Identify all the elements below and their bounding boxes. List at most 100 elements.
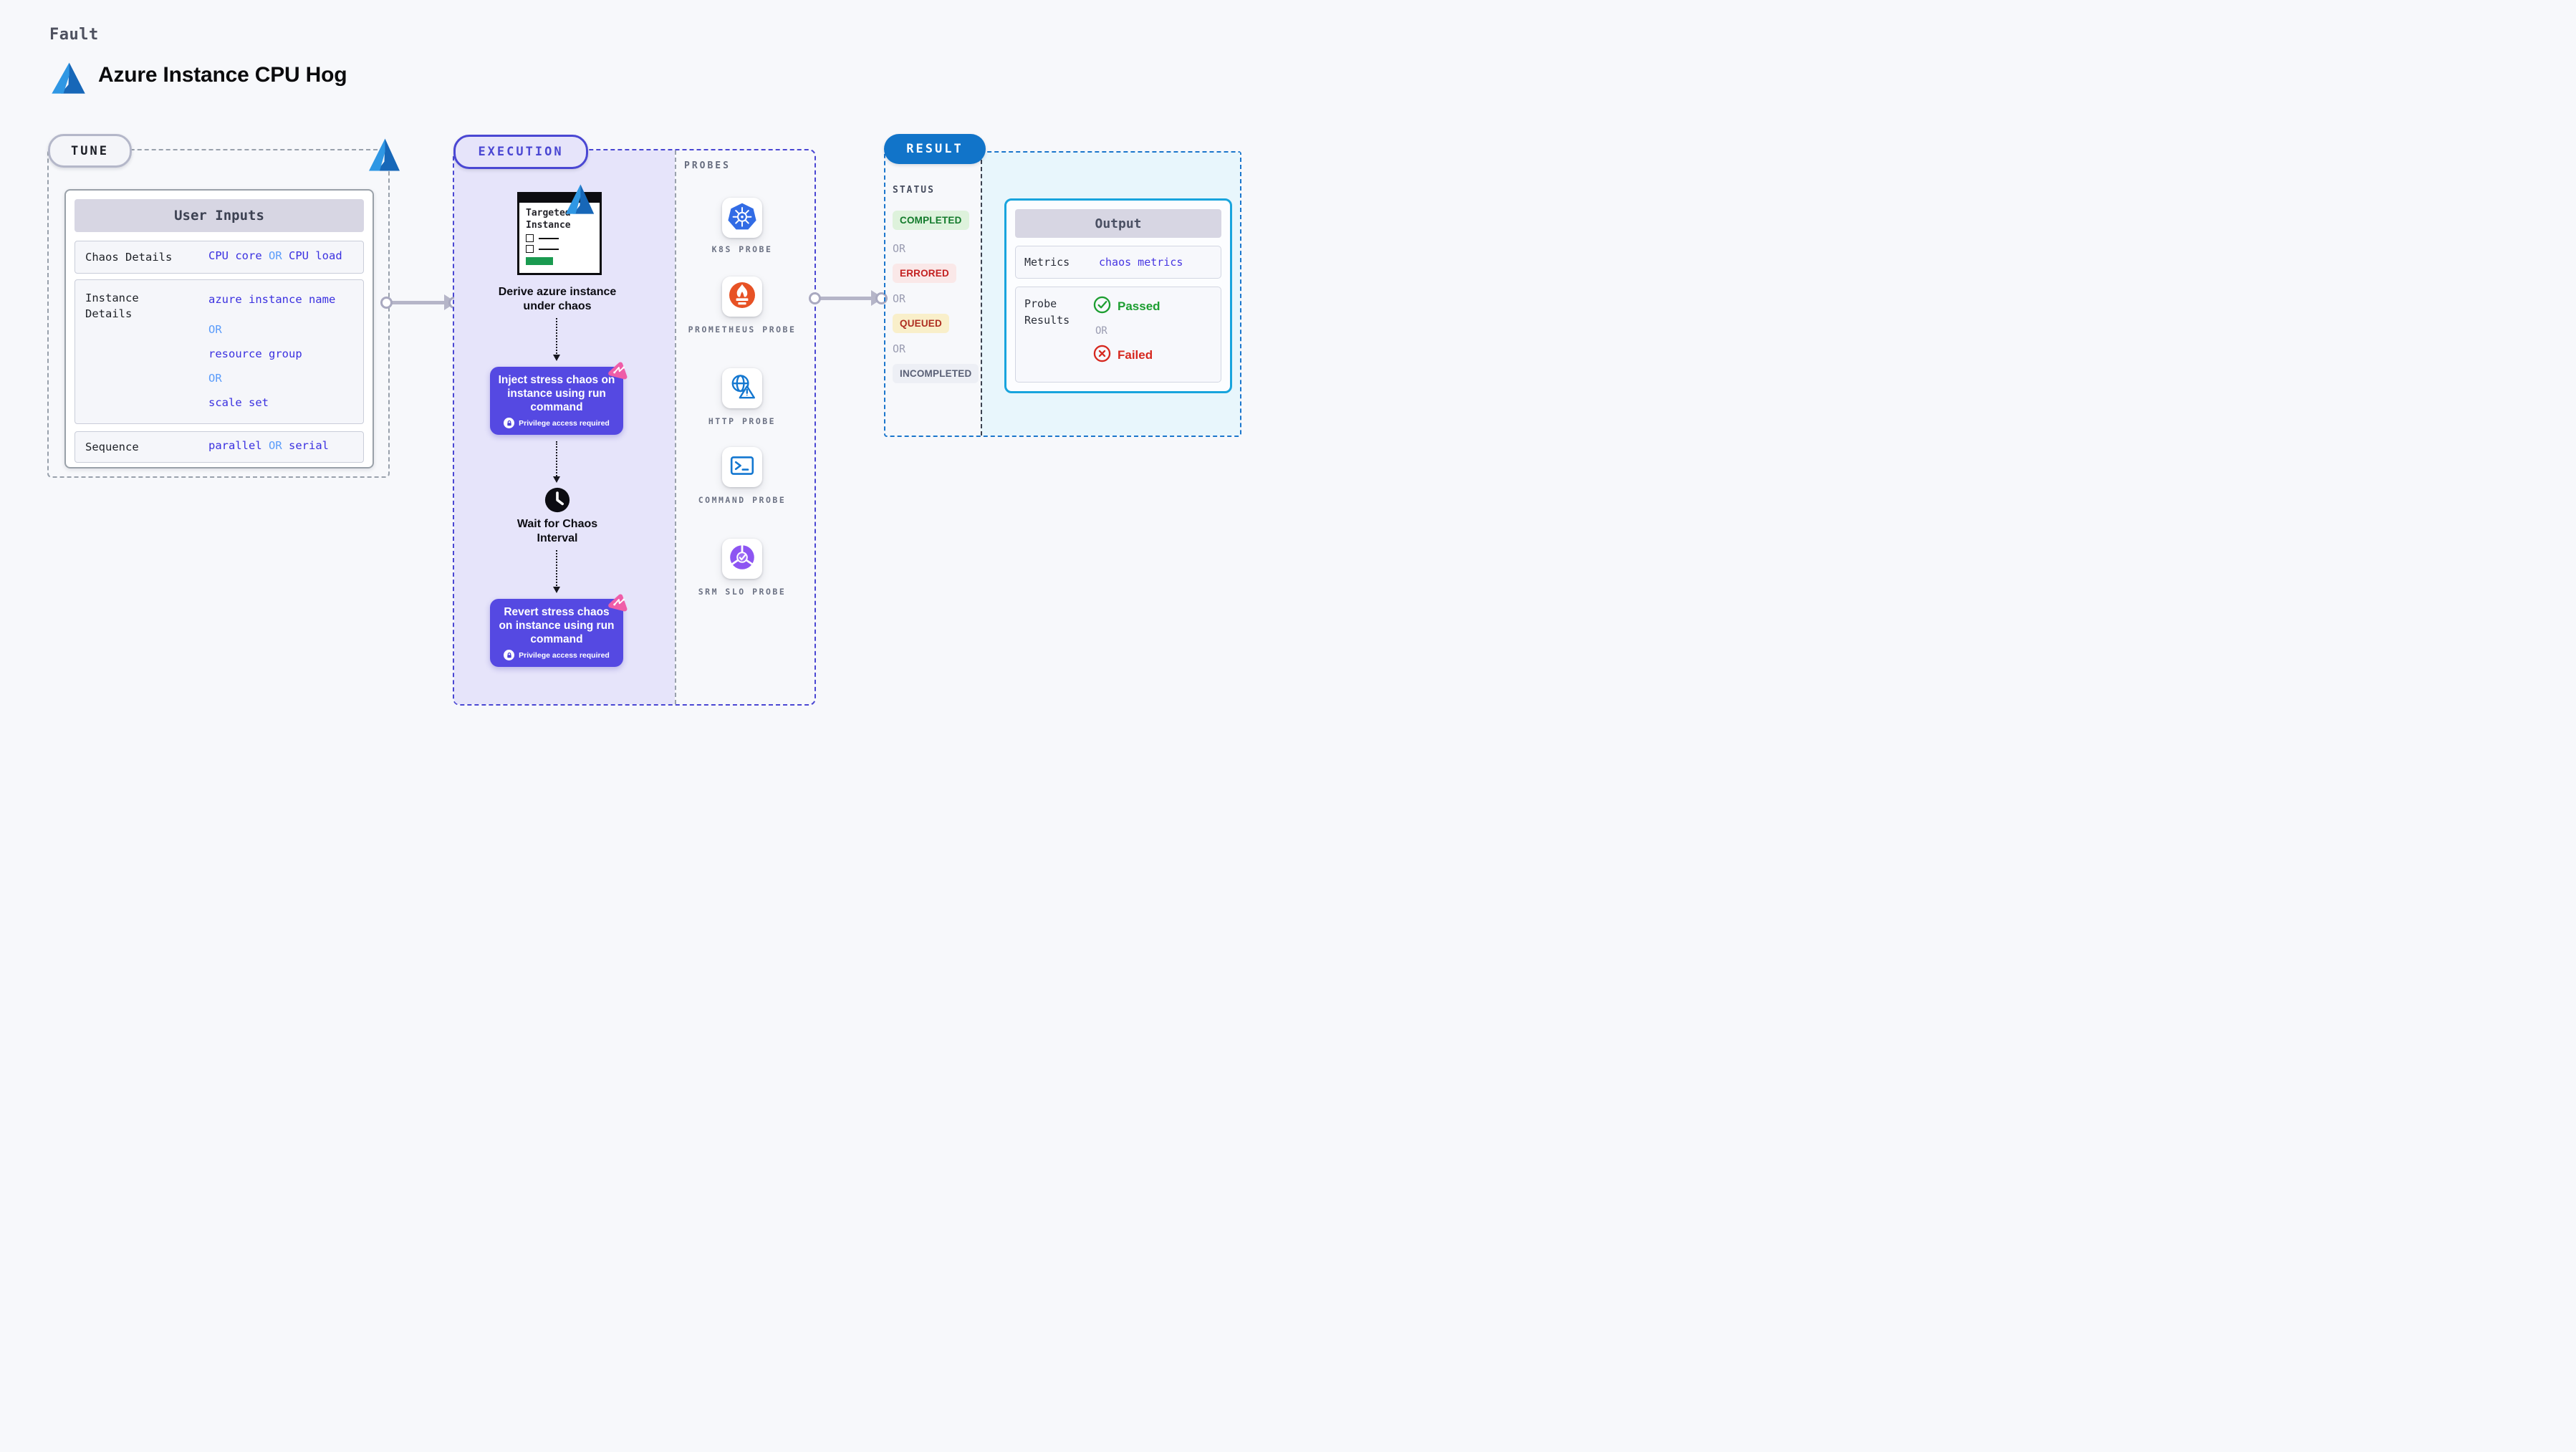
or-label: OR [208, 372, 222, 385]
arrow-endpoint [809, 292, 821, 304]
inject-chaos-step: Inject stress chaos on instance using ru… [490, 362, 628, 435]
execution-pill: EXECUTION [453, 135, 588, 169]
flow-arrow-down [552, 550, 560, 593]
checkbox-row [526, 234, 559, 242]
probe-card [722, 539, 762, 579]
status-badge-errored: ERRORED [893, 264, 956, 283]
sequence-label: Sequence [85, 441, 139, 453]
arrow-line [386, 300, 447, 304]
output-card: Output Metrics chaos metrics Probe Resul… [1004, 198, 1232, 393]
probe-card [722, 277, 762, 317]
arrow-endpoint [380, 297, 393, 309]
targeted-instance-title: Targeted Instance [526, 208, 571, 231]
derive-instance-text: Derive azure instance under chaos [498, 286, 617, 313]
azure-logo-icon [366, 138, 402, 172]
checkbox-icon [526, 245, 534, 253]
probe-results-label: Probe Results [1024, 297, 1070, 327]
instance-details-label: Instance Details [85, 292, 139, 321]
probe-card [722, 447, 762, 487]
sequence-value-1: parallel [208, 439, 262, 452]
result-pill: RESULT [884, 134, 986, 164]
status-badge-queued: QUEUED [893, 314, 949, 333]
privilege-note-text: Privilege access required [519, 418, 610, 428]
instance-value-2: resource group [208, 347, 302, 360]
lock-icon [504, 650, 515, 661]
checkbox-row [526, 245, 559, 253]
line [539, 237, 559, 239]
sequence-value: parallel OR serial [208, 439, 329, 452]
kubernetes-icon [728, 202, 756, 234]
flow-arrow-down [552, 441, 560, 483]
check-circle-icon [1093, 296, 1111, 317]
sequence-value-2: serial [289, 439, 330, 452]
metrics-label: Metrics [1024, 255, 1070, 269]
tune-panel [47, 149, 390, 478]
probe-label: HTTP PROBE [708, 416, 777, 426]
lock-icon [504, 418, 515, 429]
wait-interval-text: Wait for Chaos Interval [516, 518, 598, 545]
output-header: Output [1015, 209, 1221, 238]
probe-card [722, 368, 762, 408]
probe-results-row: Probe Results Passed OR Failed [1015, 287, 1221, 383]
execution-probes-divider [675, 150, 676, 704]
or-label: OR [269, 249, 282, 262]
fault-diagram: Fault Azure Instance CPU Hog TUNE User I… [0, 0, 1288, 726]
line [539, 248, 559, 250]
probe-label: SRM SLO PROBE [698, 587, 787, 597]
chaos-value-1: CPU core [208, 249, 262, 262]
page-title: Azure Instance CPU Hog [98, 63, 347, 87]
srm-slo-icon [728, 543, 756, 575]
revert-chaos-step: Revert stress chaos on instance using ru… [490, 594, 628, 667]
chaos-hub-icon [608, 592, 630, 613]
failed-text: Failed [1118, 348, 1153, 362]
privilege-note-text: Privilege access required [519, 650, 610, 660]
clock-icon [544, 487, 570, 513]
sequence-row: Sequence parallel OR serial [75, 431, 364, 463]
or-label: OR [893, 292, 906, 305]
or-label: OR [1095, 325, 1107, 337]
azure-logo-icon [49, 62, 87, 95]
chaos-hub-icon [608, 360, 630, 381]
probe-failed: Failed [1093, 345, 1160, 366]
privilege-note: Privilege access required [504, 418, 610, 429]
tune-pill: TUNE [48, 134, 132, 168]
status-label: STATUS [893, 185, 935, 196]
metrics-row: Metrics chaos metrics [1015, 246, 1221, 279]
terminal-icon [728, 451, 756, 484]
probe-passed: Passed [1093, 296, 1160, 317]
flow-arrow-down [552, 318, 560, 361]
status-badge-completed: COMPLETED [893, 211, 969, 230]
chaos-details-row: Chaos Details CPU core OR CPU load [75, 241, 364, 274]
revert-chaos-text: Revert stress chaos on instance using ru… [499, 605, 615, 646]
passed-text: Passed [1118, 299, 1160, 313]
checkbox-icon [526, 234, 534, 242]
azure-logo-icon [563, 183, 596, 215]
or-label: OR [269, 439, 282, 452]
status-bar [526, 257, 553, 265]
instance-details-row: Instance Details azure instance name OR … [75, 279, 364, 424]
user-inputs-header: User Inputs [75, 199, 364, 232]
instance-value-3: scale set [208, 396, 269, 409]
or-label: OR [208, 323, 222, 336]
probe-label: COMMAND PROBE [698, 495, 787, 505]
user-inputs-table: User Inputs Chaos Details CPU core OR CP… [64, 189, 374, 468]
http-globe-warning-icon [728, 372, 756, 405]
instance-value-1: azure instance name [208, 293, 336, 306]
inject-chaos-text: Inject stress chaos on instance using ru… [498, 373, 615, 414]
status-badge-incompleted: INCOMPLETED [893, 364, 979, 383]
arrow-line [814, 296, 874, 300]
x-circle-icon [1093, 345, 1111, 366]
or-label: OR [893, 342, 906, 355]
metrics-value: chaos metrics [1099, 256, 1183, 269]
or-label: OR [893, 242, 906, 255]
chaos-details-value: CPU core OR CPU load [208, 249, 342, 262]
fault-kicker: Fault [49, 26, 99, 44]
chaos-details-label: Chaos Details [85, 251, 173, 264]
chaos-value-2: CPU load [289, 249, 342, 262]
probe-label: PROMETHEUS PROBE [688, 324, 797, 335]
probe-label: K8S PROBE [711, 244, 773, 254]
prometheus-icon [728, 281, 756, 313]
probes-label: PROBES [684, 160, 731, 171]
status-output-divider [981, 153, 982, 436]
probe-card [722, 198, 762, 238]
